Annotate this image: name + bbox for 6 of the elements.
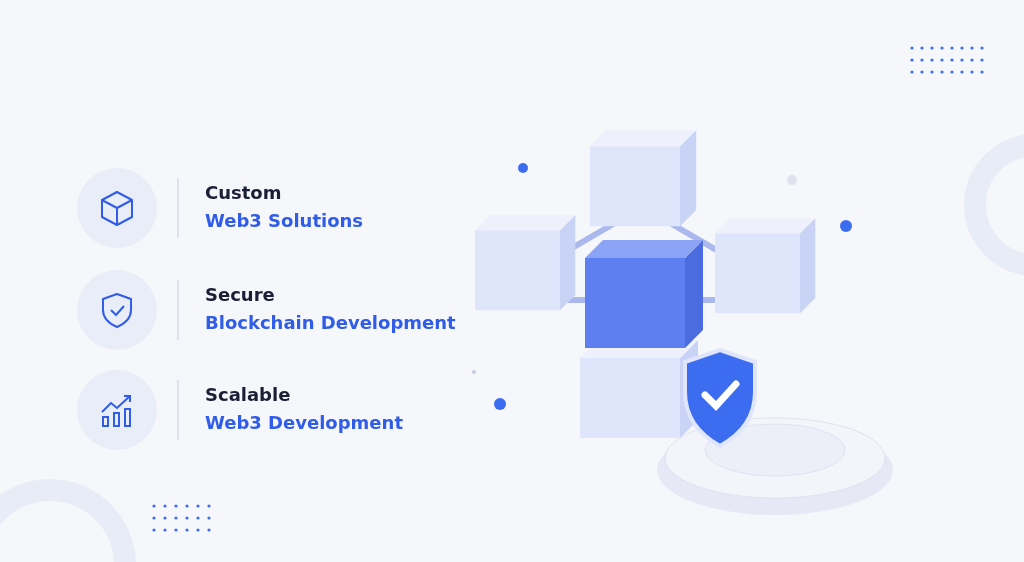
feature-heading: Scalable: [205, 384, 291, 405]
feature-subtitle: Web3 Development: [205, 412, 403, 433]
feature-heading: Custom: [205, 182, 282, 203]
feature-heading: Secure: [205, 284, 275, 305]
feature-subtitle: Web3 Solutions: [205, 210, 364, 231]
feature-subtitle: Blockchain Development: [205, 312, 456, 333]
